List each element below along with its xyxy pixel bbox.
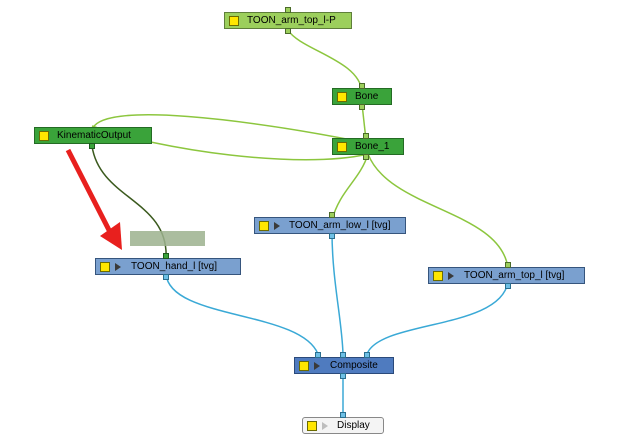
port-in[interactable] <box>505 262 511 268</box>
display-node[interactable]: Display <box>302 417 384 434</box>
expand-arrow-icon[interactable] <box>322 422 328 430</box>
port-in[interactable] <box>163 253 169 259</box>
node-label: Bone_1 <box>355 141 390 152</box>
port-out[interactable] <box>359 104 365 110</box>
node-enable-toggle[interactable] <box>337 92 347 102</box>
drawing-node-arm-top[interactable]: TOON_arm_top_l [tvg] <box>428 267 585 284</box>
node-enable-toggle[interactable] <box>39 131 49 141</box>
expand-arrow-icon[interactable] <box>115 263 121 271</box>
link-hand-to-composite <box>165 273 319 355</box>
port-out[interactable] <box>363 154 369 160</box>
annotation-arrow <box>65 148 122 250</box>
bone-node[interactable]: Bone <box>332 88 392 105</box>
node-label: TOON_arm_top_l [tvg] <box>464 270 565 281</box>
drag-preview <box>130 231 205 246</box>
port-out[interactable] <box>340 373 346 379</box>
port-in[interactable] <box>329 212 335 218</box>
link-bone1-to-armtop <box>367 153 509 269</box>
expand-arrow-icon[interactable] <box>314 362 320 370</box>
expand-arrow-icon[interactable] <box>274 222 280 230</box>
node-label: TOON_arm_low_l [tvg] <box>289 220 391 231</box>
node-label: TOON_hand_l [tvg] <box>131 261 217 272</box>
node-label: TOON_arm_top_l-P <box>247 15 336 26</box>
link-armtop-to-composite <box>366 281 509 355</box>
node-enable-toggle[interactable] <box>259 221 269 231</box>
node-label: Bone <box>355 91 379 102</box>
node-label: Display <box>337 420 370 431</box>
port-in[interactable] <box>363 133 369 139</box>
port-out[interactable] <box>329 233 335 239</box>
node-enable-toggle[interactable] <box>433 271 443 281</box>
port-in[interactable] <box>359 83 365 89</box>
kinematic-output-node[interactable]: KinematicOutput <box>34 127 152 144</box>
node-enable-toggle[interactable] <box>307 421 317 431</box>
peg-node-arm-top[interactable]: TOON_arm_top_l-P <box>224 12 352 29</box>
port-in[interactable] <box>340 412 346 418</box>
link-bone1-to-armlow <box>331 153 369 221</box>
link-armlow-to-composite <box>331 231 344 355</box>
node-label: KinematicOutput <box>57 130 131 141</box>
port-out[interactable] <box>285 28 291 34</box>
expand-arrow-icon[interactable] <box>448 272 454 280</box>
port-out[interactable] <box>89 143 95 149</box>
node-enable-toggle[interactable] <box>337 142 347 152</box>
node-label: Composite <box>330 360 378 371</box>
port-in[interactable] <box>315 352 321 358</box>
node-enable-toggle[interactable] <box>100 262 110 272</box>
link-peg-to-bone <box>287 29 363 93</box>
port-in[interactable] <box>340 352 346 358</box>
drawing-node-hand[interactable]: TOON_hand_l [tvg] <box>95 258 241 275</box>
drawing-node-arm-low[interactable]: TOON_arm_low_l [tvg] <box>254 217 406 234</box>
port-out[interactable] <box>285 7 291 13</box>
node-enable-toggle[interactable] <box>229 16 239 26</box>
port-in[interactable] <box>364 352 370 358</box>
port-out[interactable] <box>163 274 169 280</box>
bone1-node[interactable]: Bone_1 <box>332 138 404 155</box>
node-enable-toggle[interactable] <box>299 361 309 371</box>
link-kinematic-to-bone1 <box>91 114 363 143</box>
port-out[interactable] <box>505 283 511 289</box>
composite-node[interactable]: Composite <box>294 357 394 374</box>
